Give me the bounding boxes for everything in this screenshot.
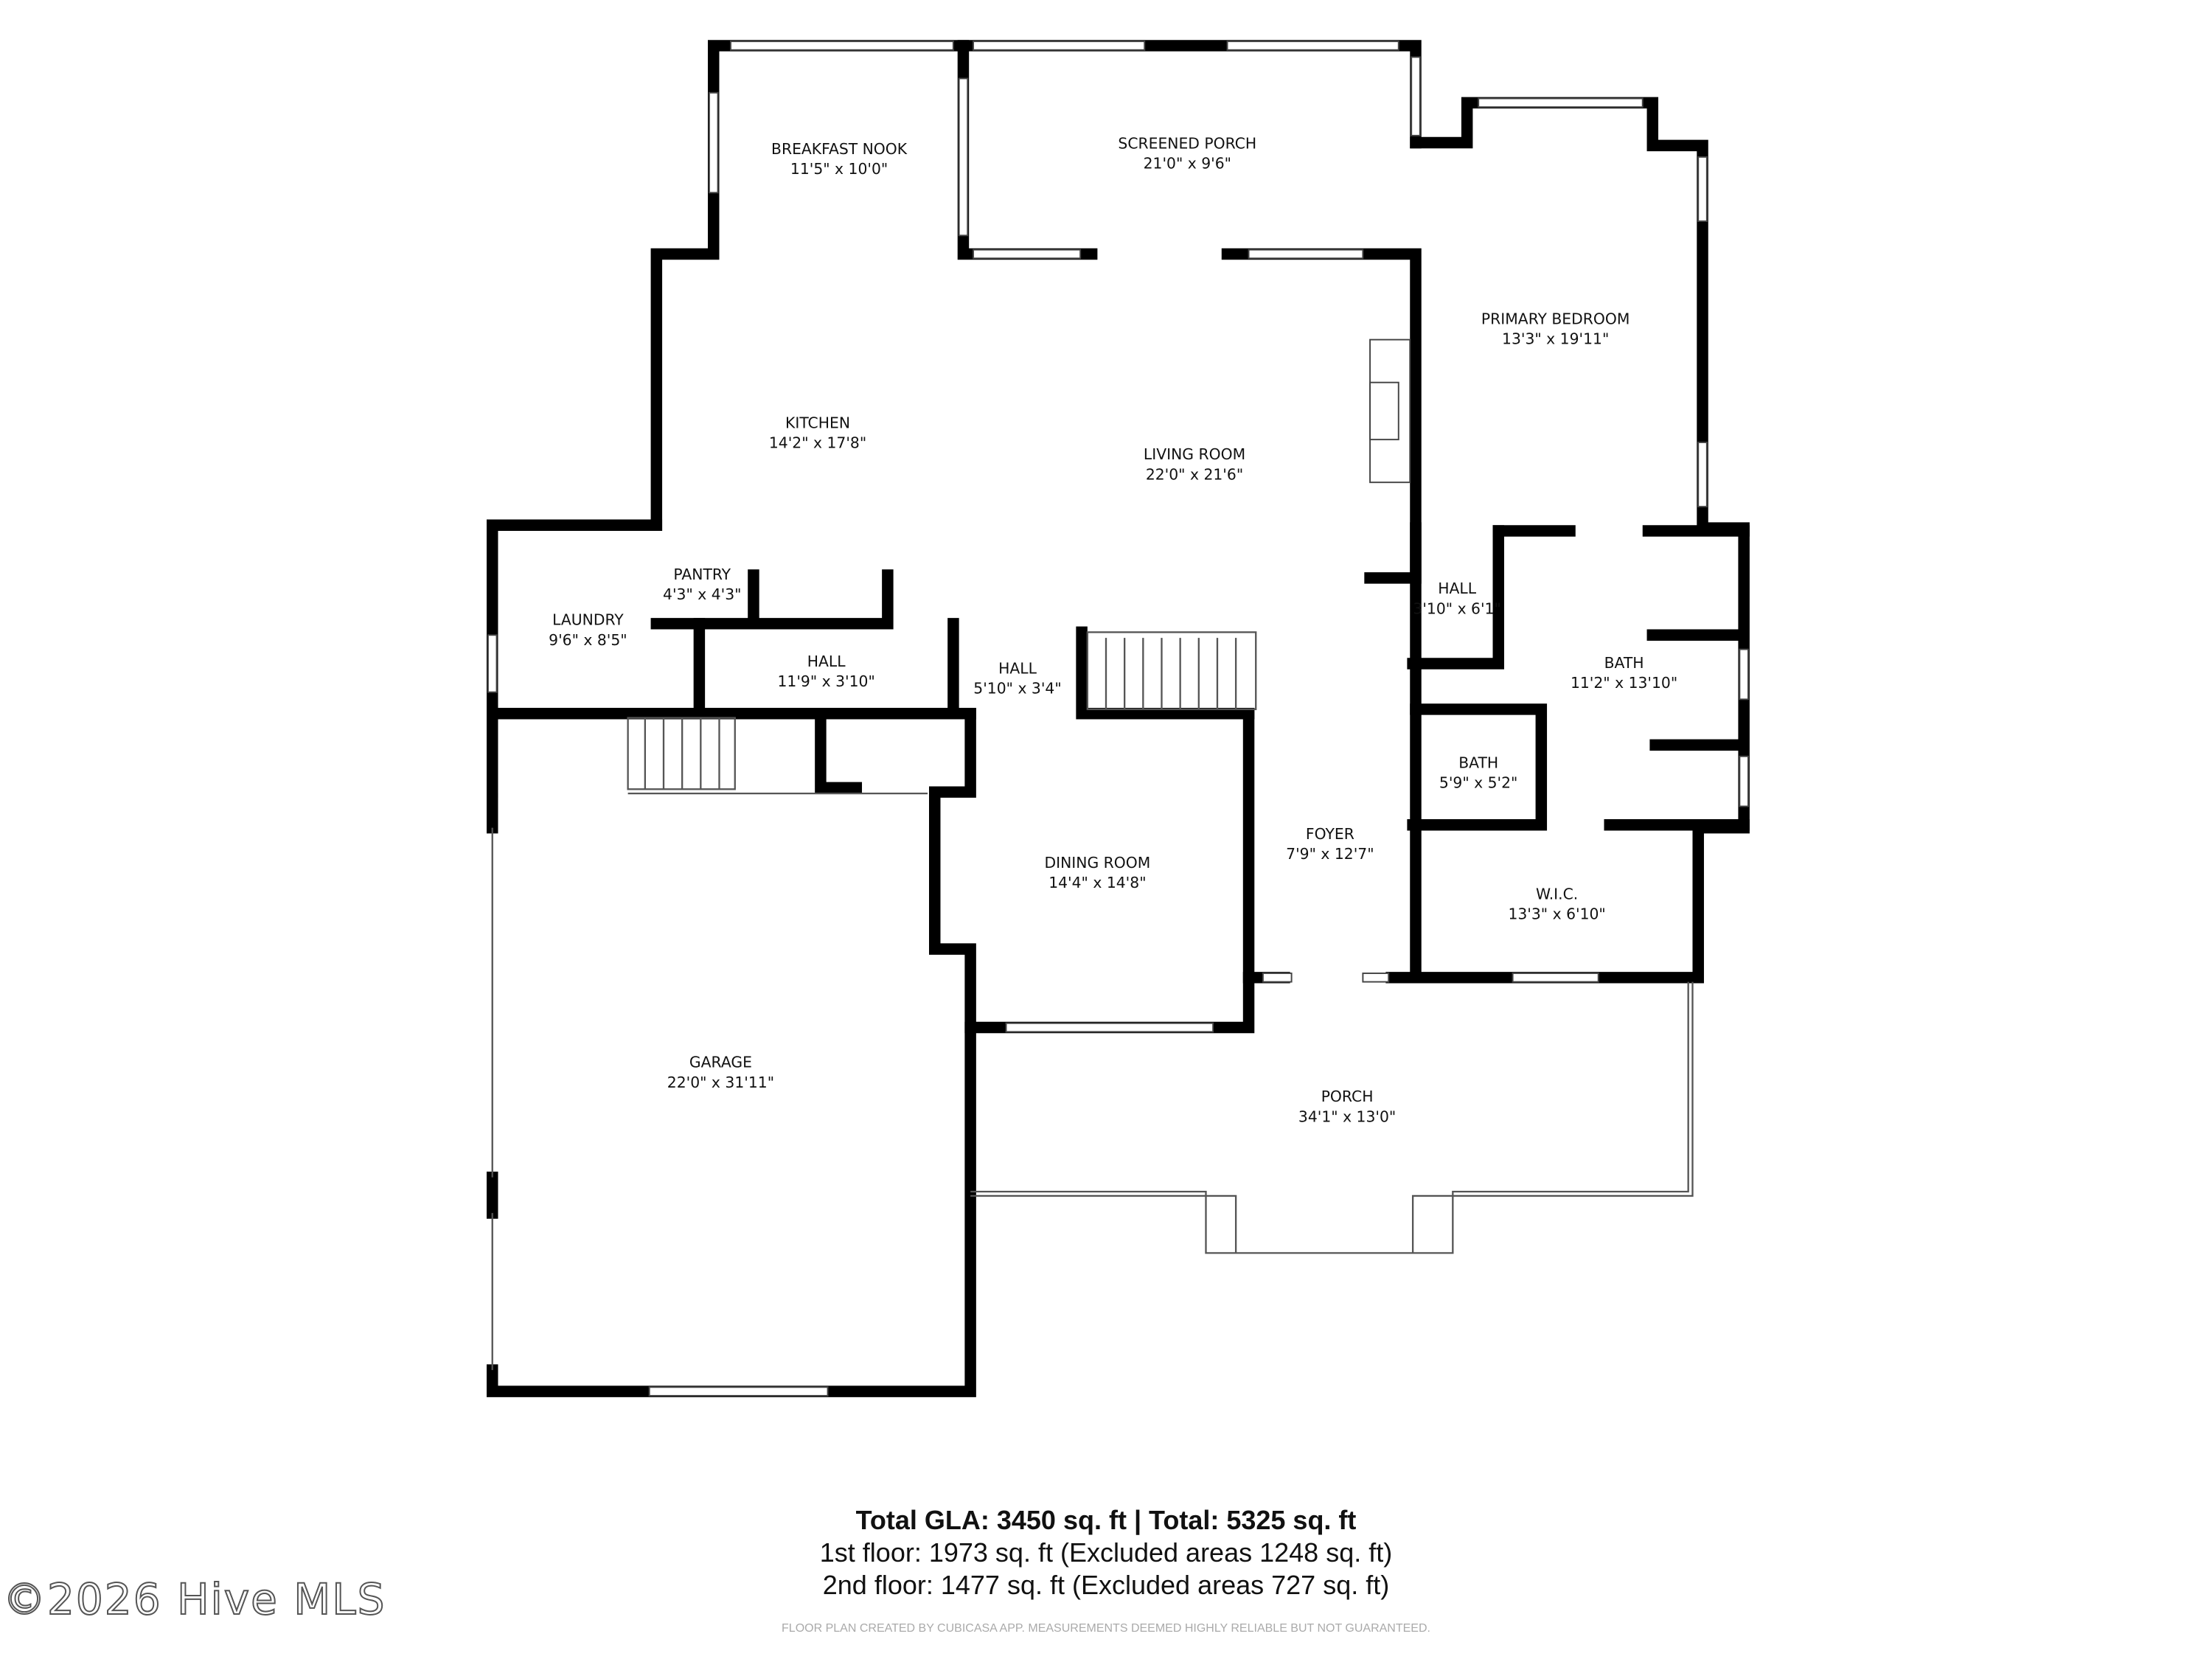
room-name: GARAGE (689, 1054, 752, 1071)
room-name: HALL (807, 653, 846, 670)
room-name: KITCHEN (785, 414, 850, 432)
room-name: BREAKFAST NOOK (771, 140, 908, 158)
room-name: FOYER (1306, 825, 1354, 843)
first-floor-area: 1st floor: 1973 sq. ft (Excluded areas 1… (819, 1537, 1393, 1568)
room-labels: BREAKFAST NOOK 11'5" x 10'0" SCREENED PO… (549, 134, 1677, 1125)
room-name: HALL (1438, 580, 1476, 597)
area-summary: Total GLA: 3450 sq. ft | Total: 5325 sq.… (0, 1504, 2212, 1601)
room-name: BATH (1458, 754, 1498, 771)
room-dims: 11'2" x 13'10" (1571, 674, 1677, 692)
room-name: PORCH (1321, 1088, 1374, 1105)
room-dims: 22'0" x 21'6" (1146, 465, 1243, 483)
room-name: PANTRY (673, 566, 731, 583)
room-dims: 14'2" x 17'8" (769, 434, 866, 452)
room-name: SCREENED PORCH (1118, 134, 1256, 152)
room-dims: 13'3" x 6'10" (1508, 905, 1605, 922)
walls (487, 40, 1750, 1397)
room-dims: 7'9" x 12'7" (1286, 845, 1374, 863)
room-name: HALL (998, 660, 1037, 678)
room-dims: 13'3" x 19'11" (1502, 330, 1609, 347)
room-dims: 11'5" x 10'0" (790, 160, 888, 178)
room-name: W.I.C. (1536, 885, 1578, 902)
room-name: PRIMARY BEDROOM (1481, 310, 1630, 327)
total-area: Total GLA: 3450 sq. ft | Total: 5325 sq.… (855, 1505, 1357, 1535)
room-dims: 5'9" x 5'2" (1439, 773, 1517, 791)
room-dims: 9'6" x 8'5" (549, 631, 627, 649)
room-dims: 11'9" x 3'10" (777, 672, 874, 690)
room-dims: 3'10" x 6'1" (1413, 599, 1500, 617)
room-dims: 14'4" x 14'8" (1048, 874, 1146, 891)
room-name: LIVING ROOM (1144, 445, 1245, 463)
windows (487, 41, 1749, 1397)
room-name: BATH (1604, 654, 1644, 672)
watermark: ©2026 Hive MLS (2, 1573, 386, 1625)
room-name: LAUNDRY (552, 611, 624, 629)
room-dims: 5'10" x 3'4" (973, 680, 1061, 698)
room-dims: 21'0" x 9'6" (1144, 154, 1231, 172)
disclaimer: FLOOR PLAN CREATED BY CUBICASA APP. MEAS… (782, 1622, 1430, 1635)
second-floor-area: 2nd floor: 1477 sq. ft (Excluded areas 7… (822, 1570, 1390, 1600)
room-name: DINING ROOM (1044, 854, 1150, 872)
room-dims: 34'1" x 13'0" (1298, 1107, 1396, 1125)
stairs (627, 631, 1257, 795)
room-dims: 4'3" x 4'3" (663, 585, 741, 603)
porch-outline (491, 827, 1694, 1371)
room-dims: 22'0" x 31'11" (667, 1074, 774, 1091)
